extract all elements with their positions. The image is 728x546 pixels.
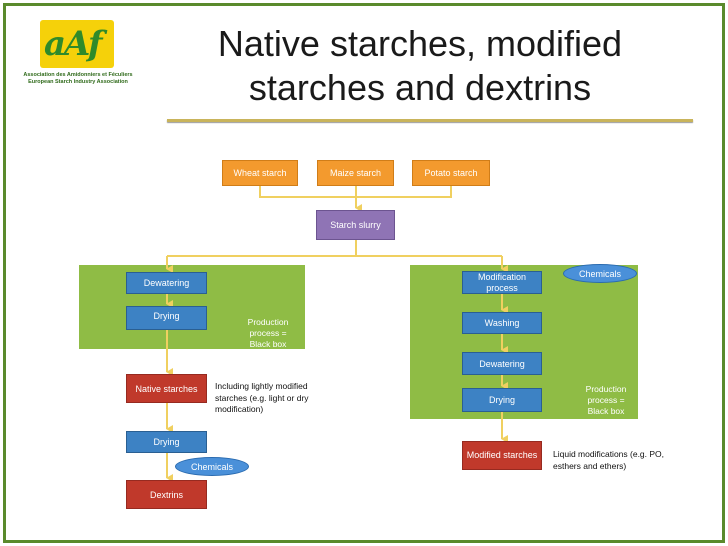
logo-subtitle: Association des Amidonniers et Féculiers…: [23, 72, 133, 85]
node-modification-process: Modification process: [462, 271, 542, 294]
title-underline: [167, 119, 693, 122]
node-dextrins: Dextrins: [126, 480, 207, 509]
node-washing: Washing: [462, 312, 542, 334]
node-starch-slurry: Starch slurry: [316, 210, 395, 240]
aaf-logo: aAf: [40, 20, 114, 68]
node-native-starches: Native starches: [126, 374, 207, 403]
note-native-starches: Including lightly modified starches (e.g…: [215, 381, 309, 414]
chemicals-oval-right: Chemicals: [563, 264, 637, 283]
node-dewatering-right: Dewatering: [462, 352, 542, 375]
node-drying-left: Drying: [126, 306, 207, 330]
node-drying-bottom: Drying: [126, 431, 207, 453]
note-production-left: Production process = Black box: [247, 317, 289, 349]
slide-title: Native starches, modified starches and d…: [217, 23, 623, 108]
node-drying-right: Drying: [462, 388, 542, 412]
node-modified-starches: Modified starches: [462, 441, 542, 470]
note-liquid-modifications: Liquid modifications (e.g. PO, esthers a…: [553, 449, 665, 471]
chemicals-oval-left: Chemicals: [175, 457, 249, 476]
node-dewatering-left: Dewatering: [126, 272, 207, 294]
node-wheat-starch: Wheat starch: [222, 160, 298, 186]
node-maize-starch: Maize starch: [317, 160, 394, 186]
node-potato-starch: Potato starch: [412, 160, 490, 186]
logo-mark: aAf: [44, 24, 102, 64]
note-production-right: Production process = Black box: [585, 384, 627, 416]
